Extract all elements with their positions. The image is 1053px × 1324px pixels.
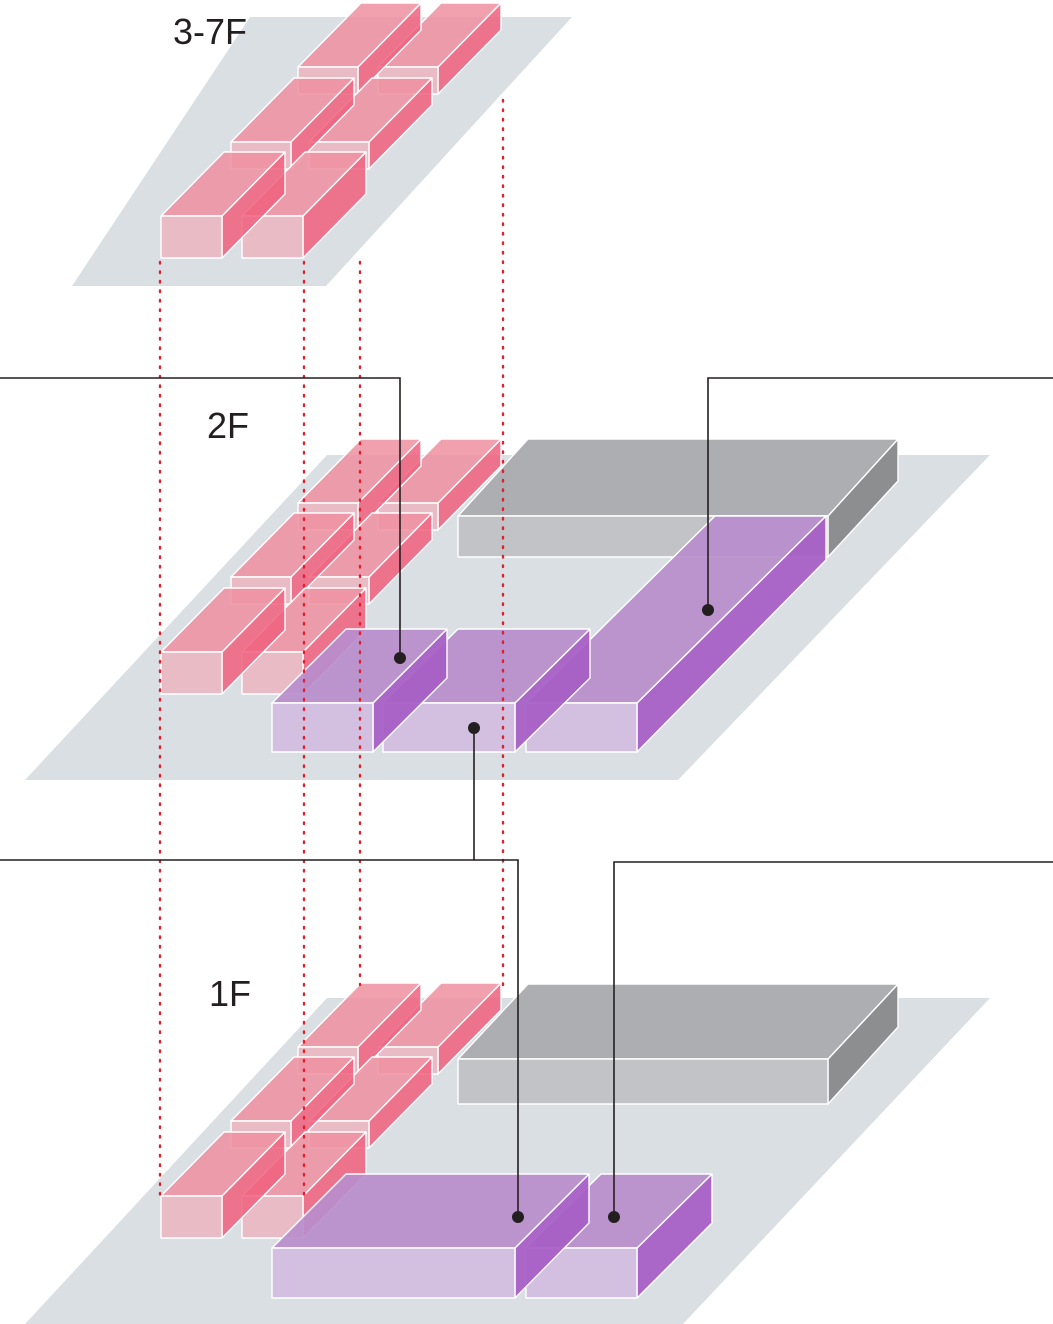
red-units-3-7f bbox=[160, 2, 502, 259]
floor-1f: 1F bbox=[25, 973, 990, 1324]
red-unit-6 bbox=[160, 587, 286, 695]
leader-dot-1f-right bbox=[608, 1211, 620, 1223]
purple-long-room-2f bbox=[525, 515, 827, 753]
leader-line-1f-left bbox=[474, 859, 519, 1217]
leader-line-2f-left bbox=[0, 377, 401, 658]
floor-label-3-7f: 3-7F bbox=[173, 11, 247, 52]
gray-block-2f bbox=[457, 438, 899, 558]
red-unit-6 bbox=[160, 1131, 286, 1239]
gray-block-1f bbox=[457, 983, 899, 1105]
leader-dot-2f-right bbox=[702, 604, 714, 616]
leader-dot-2f-left bbox=[394, 652, 406, 664]
alignment-dotted-lines bbox=[158, 98, 505, 1202]
floor-2f: 2F bbox=[25, 405, 990, 780]
floor-label-2f: 2F bbox=[207, 405, 249, 446]
leader-lines bbox=[0, 377, 1053, 1223]
leader-line-1f-right bbox=[613, 861, 1053, 1217]
purple-room-left-2f bbox=[271, 628, 448, 753]
floor-label-1f: 1F bbox=[209, 973, 251, 1014]
leader-dot-1f-left bbox=[512, 1211, 524, 1223]
red-unit-6 bbox=[160, 151, 286, 259]
purple-room-left-1f bbox=[271, 1173, 590, 1299]
leader-line-2f-right bbox=[707, 377, 1053, 610]
leader-dot-2f-center bbox=[468, 722, 480, 734]
red-unit-1 bbox=[377, 438, 502, 531]
floor-3-7f: 3-7F bbox=[72, 2, 572, 286]
